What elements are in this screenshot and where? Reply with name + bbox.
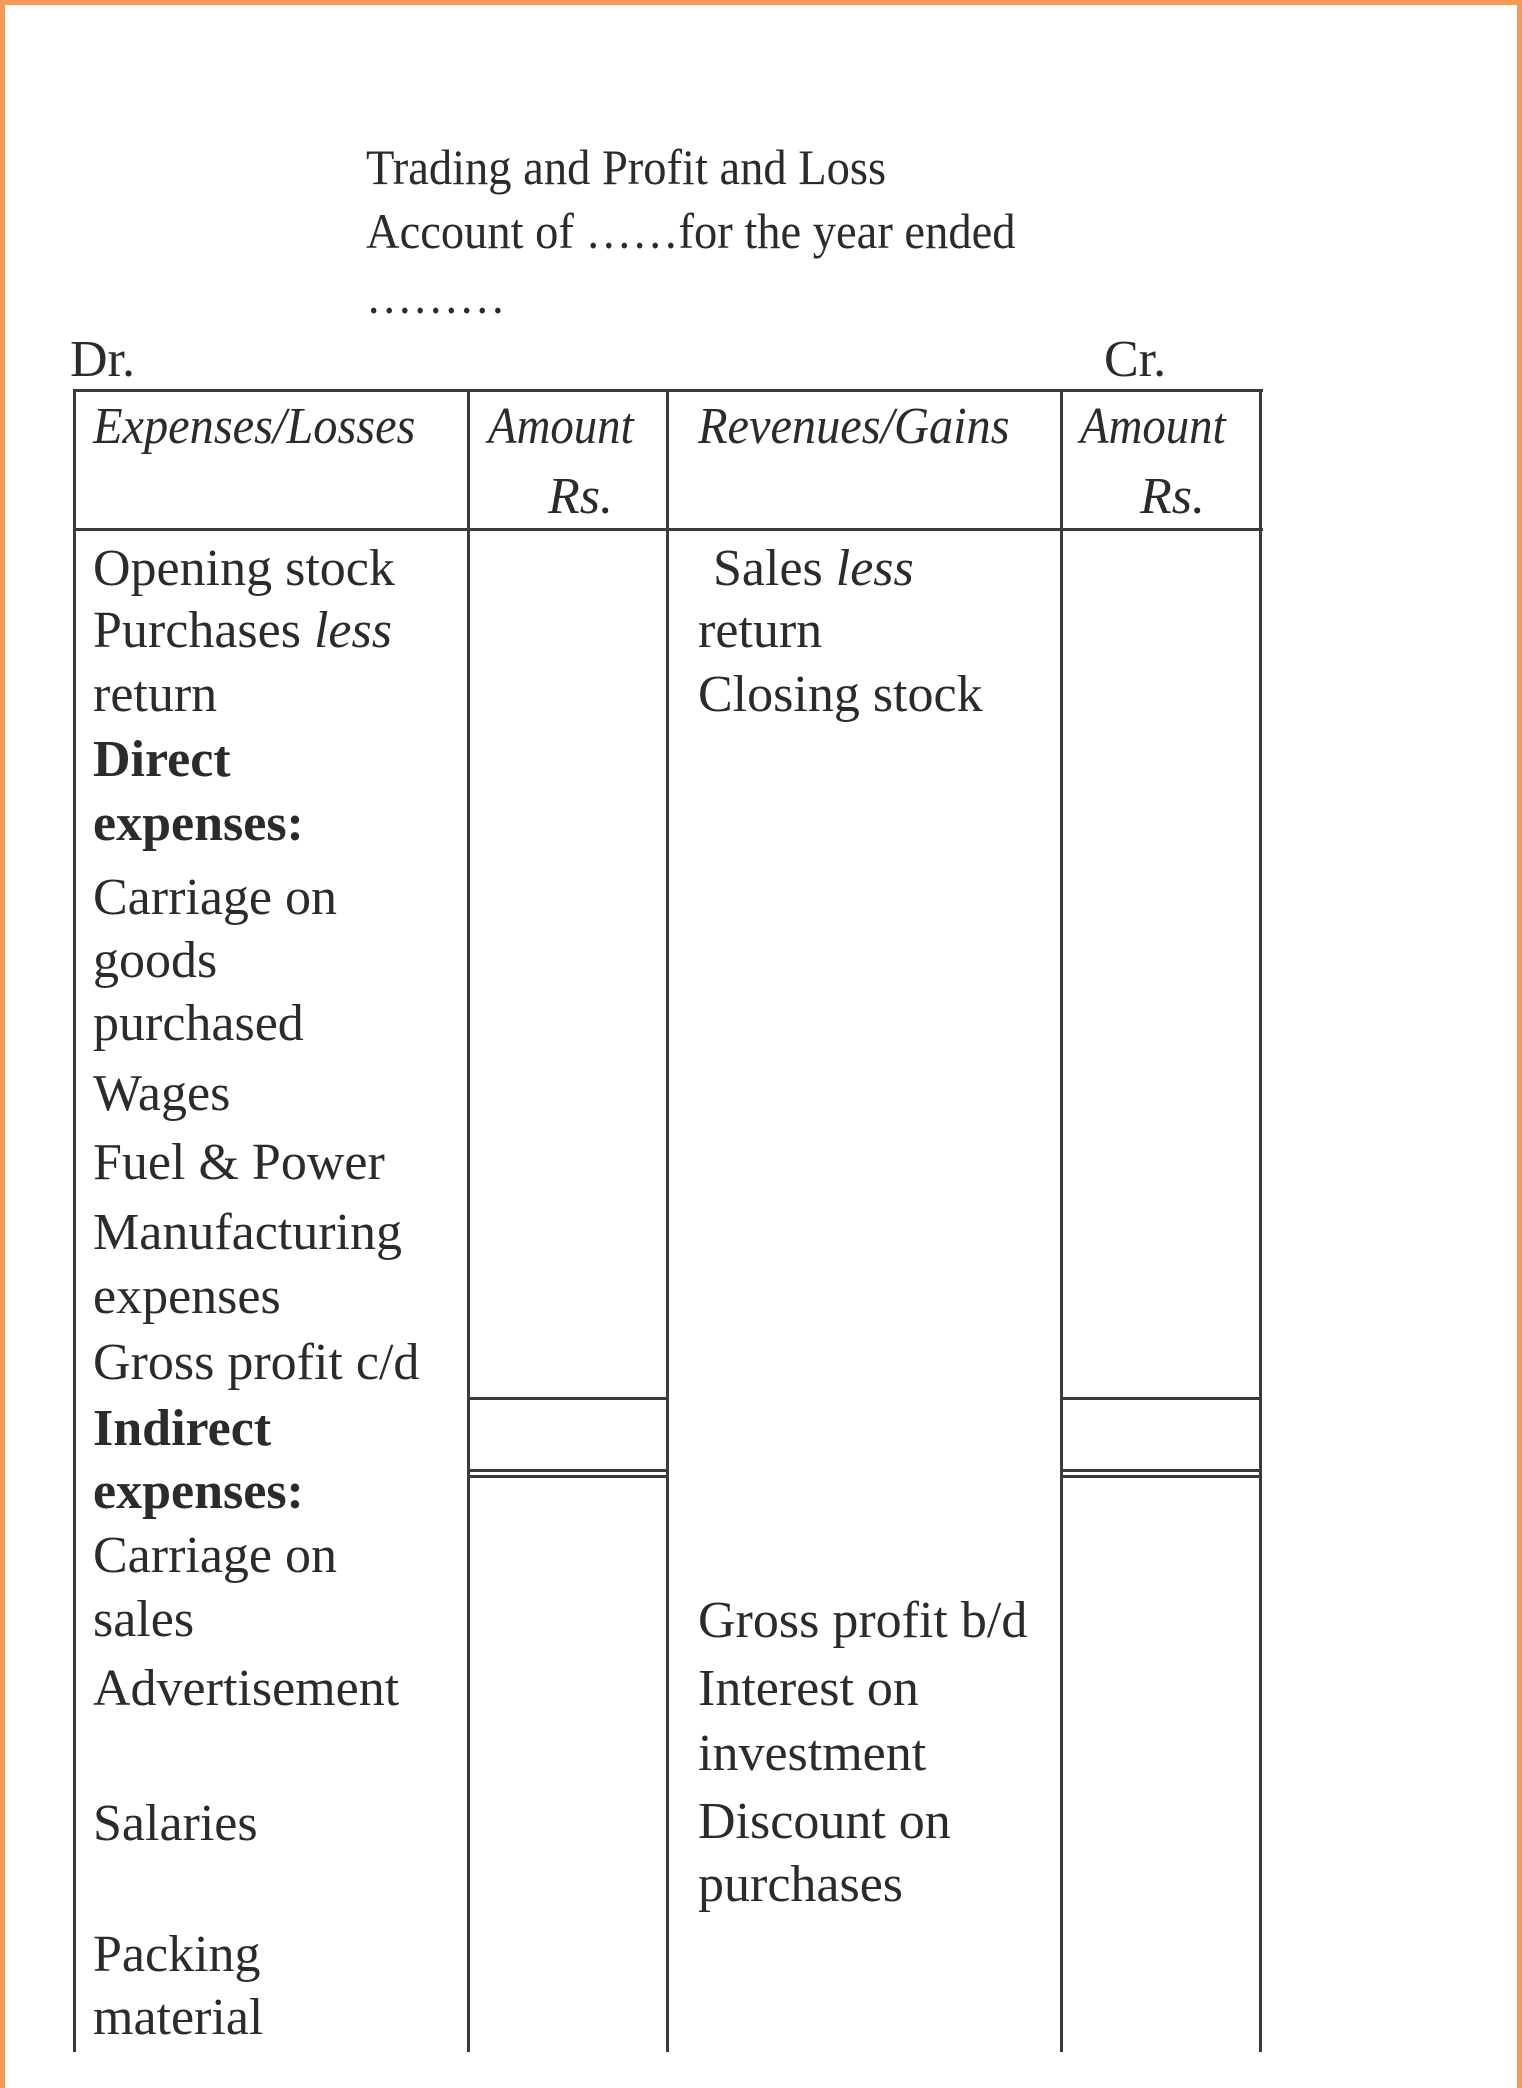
item-interest: Interest on [698,1660,919,1717]
item-closing-stock: Closing stock [698,666,983,723]
table-right-rule [1259,389,1262,2052]
header-revenues-gains: Revenues/Gains [698,398,1010,455]
col-divider-1 [467,389,470,2052]
debit-trading-total-rule [467,1397,669,1400]
header-expenses-losses: Expenses/Losses [93,398,416,455]
purchases-less: less [313,602,392,659]
sales-less: less [835,540,914,597]
item-carriage-goods-3: purchased [93,995,304,1052]
item-opening-stock: Opening stock [93,540,395,597]
item-packing: Packing [93,1926,261,1983]
title-line-2: Account of ……for the year ended [366,203,1016,259]
item-carriage-sales: Carriage on [93,1527,338,1584]
purchases-label: Purchases [93,602,314,659]
col-divider-2 [666,389,669,2052]
debit-trading-double-rule-bottom [467,1475,669,1478]
credit-trading-double-rule-bottom [1060,1475,1262,1478]
debit-trading-double-rule-top [467,1469,669,1472]
table-left-rule [73,389,76,2052]
item-gross-profit-bd: Gross profit b/d [698,1592,1028,1649]
heading-direct-expenses: expenses: [93,795,304,852]
item-carriage-sales-2: sales [93,1591,195,1648]
debit-label: Dr. [70,331,135,388]
item-discount-2: purchases [698,1856,904,1913]
item-carriage-goods: Carriage on [93,869,338,926]
sales-label: Sales [713,540,836,597]
item-purchases: Purchases less [93,605,392,657]
title-line-3: ……… [366,268,506,324]
item-advertisement: Advertisement [93,1660,400,1717]
header-debit-amount-unit: Rs. [548,468,613,525]
item-salaries: Salaries [93,1795,258,1852]
header-debit-amount: Amount [488,398,634,455]
item-sales-return: return [698,602,823,659]
item-discount: Discount on [698,1793,951,1850]
item-wages: Wages [93,1065,231,1122]
item-manufacturing: Manufacturing [93,1204,403,1261]
heading-direct: Direct [93,731,231,788]
item-purchases-return: return [93,666,218,723]
credit-label: Cr. [1104,331,1167,388]
item-packing-2: material [93,1989,264,2046]
item-sales: Sales less [713,543,914,595]
item-fuel-power: Fuel & Power [93,1134,385,1191]
item-manufacturing-2: expenses [93,1268,281,1325]
credit-trading-total-rule [1060,1397,1262,1400]
header-credit-amount: Amount [1080,398,1226,455]
header-credit-amount-unit: Rs. [1140,468,1205,525]
heading-indirect-expenses: expenses: [93,1463,304,1520]
title-line-1: Trading and Profit and Loss [366,139,887,195]
item-carriage-goods-2: goods [93,932,218,989]
item-interest-2: investment [698,1725,927,1782]
item-gross-profit-cd: Gross profit c/d [93,1334,420,1391]
heading-indirect: Indirect [93,1400,272,1457]
col-divider-3 [1060,389,1063,2052]
credit-trading-double-rule-top [1060,1469,1262,1472]
